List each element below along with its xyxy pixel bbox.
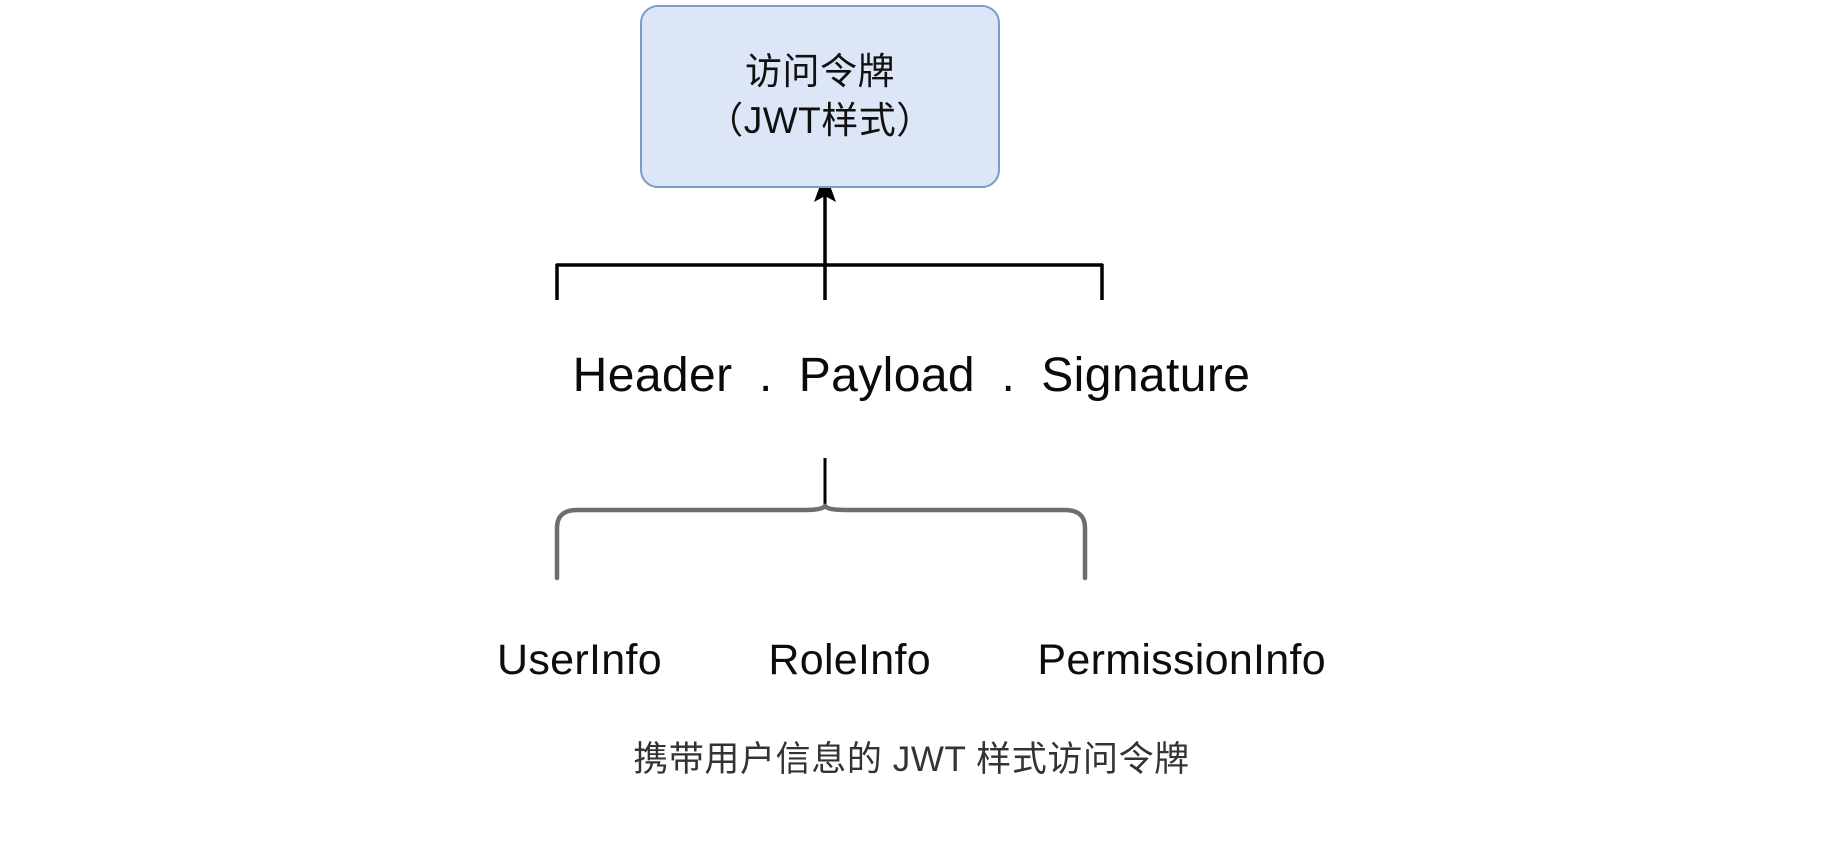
- access-token-title-line-2: （JWT样式）: [706, 99, 934, 141]
- payload-claim-permissioninfo: PermissionInfo: [1037, 636, 1326, 684]
- access-token-box: 访问令牌 （JWT样式）: [640, 5, 1000, 188]
- jwt-part-signature: Signature: [1041, 349, 1251, 402]
- jwt-separator-1: .: [758, 349, 773, 402]
- access-token-title-line-1: 访问令牌: [745, 51, 895, 93]
- payload-claims-brace: [554, 503, 1088, 581]
- jwt-part-header: Header: [572, 349, 733, 402]
- parts-bracket: [555, 263, 1104, 300]
- jwt-parts-row: Header . Payload . Signature: [0, 348, 1823, 403]
- payload-claims-row: UserInfo RoleInfo PermissionInfo: [0, 636, 1823, 685]
- diagram-caption: 携带用户信息的 JWT 样式访问令牌: [633, 740, 1190, 779]
- jwt-part-payload: Payload: [798, 349, 976, 402]
- payload-claim-userinfo: UserInfo: [497, 636, 662, 684]
- payload-claim-roleinfo: RoleInfo: [768, 636, 931, 684]
- jwt-separator-2: .: [1001, 349, 1015, 402]
